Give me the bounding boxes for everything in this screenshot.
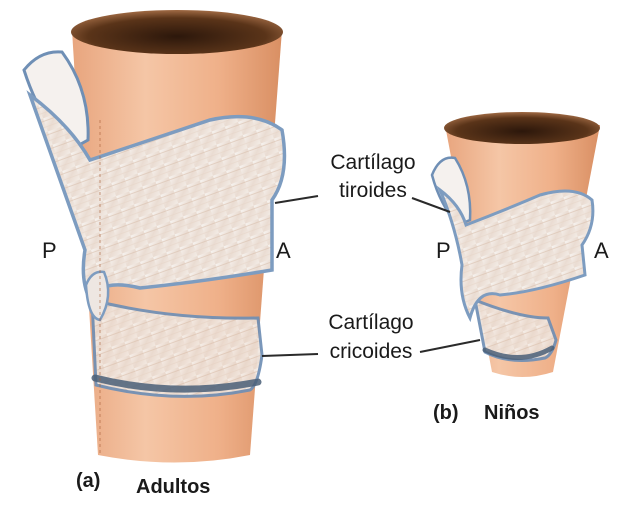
adult-inferior-horn [84, 270, 110, 322]
adult-anterior-label: A [276, 238, 291, 263]
adult-caption-name: Adultos [136, 476, 211, 498]
thyroid-label-line2: tiroides [339, 179, 407, 202]
child-larynx [430, 112, 600, 377]
child-posterior-label: P [436, 238, 451, 263]
adult-caption-letter: (a) [76, 470, 101, 492]
adult-cricoid-band [91, 374, 262, 393]
adult-thyroid-cartilage [26, 90, 287, 305]
adult-lumen [71, 10, 283, 54]
child-cricoid-band [482, 345, 555, 361]
thyroid-leader-child [411, 197, 451, 213]
child-lumen [444, 112, 600, 144]
thyroid-label-line1: Cartílago [330, 151, 416, 174]
adult-posterior-label: P [42, 238, 57, 263]
child-caption-name: Niños [484, 402, 540, 424]
cricoid-label-line1: Cartílago [328, 311, 414, 334]
child-caption-letter: (b) [433, 402, 459, 424]
child-anterior-label: A [594, 238, 609, 263]
child-thyroid-cartilage [436, 185, 595, 323]
adult-larynx [22, 10, 287, 463]
child-superior-horn [430, 156, 472, 227]
cricoid-leader-child [419, 339, 481, 353]
cricoid-label-line2: cricoides [329, 340, 413, 363]
thyroid-leader-adult [274, 195, 319, 204]
cricoid-leader-adult [261, 353, 319, 357]
